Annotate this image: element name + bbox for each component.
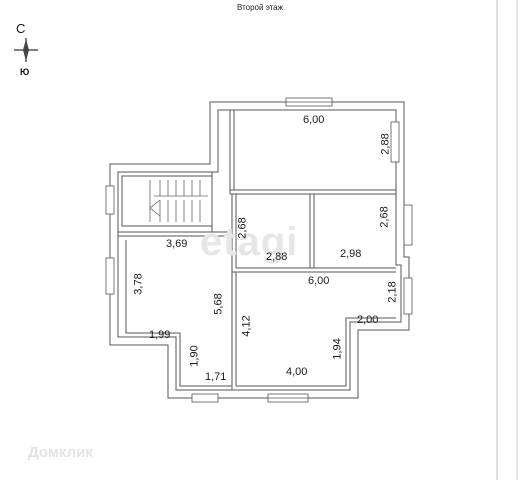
dim-left-niche: 1,90 [188, 345, 201, 367]
dim-left-bottom: 1,71 [205, 371, 227, 383]
dim-left-inner: 5,68 [212, 293, 225, 315]
dim-br-side: 2,18 [386, 281, 399, 303]
dim-r1-width: 6,00 [303, 114, 325, 126]
dim-r1-height: 2,88 [379, 133, 392, 155]
dim-br-left: 4,12 [240, 315, 253, 337]
windows [105, 97, 413, 403]
dim-hall-width: 2,88 [266, 251, 288, 263]
dim-br-top: 6,00 [308, 275, 330, 287]
compass-south-label: Ю [20, 67, 30, 77]
dim-br-step: 2,00 [357, 314, 379, 326]
staircase [149, 180, 208, 222]
watermark: etagi [200, 220, 299, 264]
inner-walls [118, 110, 396, 390]
dim-left-top: 3,69 [166, 238, 188, 250]
brand-watermark: Домклик [28, 444, 93, 461]
compass-north-label: С [16, 21, 26, 36]
dim-left-step: 1,99 [149, 329, 171, 341]
dim-stair-depth: 2,68 [236, 217, 249, 239]
dim-left-side: 3,78 [132, 273, 145, 295]
dim-br-niche: 1,94 [331, 338, 344, 360]
compass-rose-icon [14, 38, 38, 62]
dim-br-bottom: 4,00 [286, 366, 308, 378]
dim-r2-height: 2,68 [378, 206, 391, 228]
dim-r2-width: 2,98 [340, 248, 362, 260]
outer-walls [109, 101, 410, 399]
page-title: Второй этаж [237, 3, 283, 12]
